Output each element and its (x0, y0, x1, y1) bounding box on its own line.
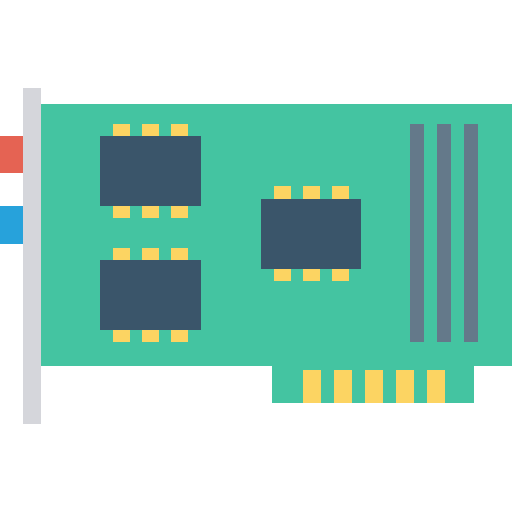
edge-contact (303, 370, 321, 403)
mounting-bracket (23, 88, 41, 424)
chip-pin (113, 248, 130, 262)
blue-port (0, 206, 24, 244)
chip-pin (142, 328, 159, 342)
memory-slot (464, 124, 478, 342)
chip-pin (332, 267, 349, 281)
chip-pin (113, 204, 130, 218)
chip-pin (303, 186, 320, 200)
red-port (0, 136, 24, 173)
chip-pin (142, 204, 159, 218)
chip-body (100, 260, 201, 330)
chip-pin (171, 124, 188, 138)
memory-slot (437, 124, 451, 342)
chip-pin (171, 248, 188, 262)
chip-body (100, 136, 201, 206)
chip-pin (303, 267, 320, 281)
chip-pin (171, 328, 188, 342)
chip-pin (332, 186, 349, 200)
edge-connector (303, 370, 445, 403)
chip-body (261, 199, 361, 269)
chip-bottom-left (100, 248, 201, 342)
memory-slot (410, 124, 424, 342)
memory-slots (410, 124, 478, 342)
edge-contact (427, 370, 445, 403)
chip-pin (274, 267, 291, 281)
chip-pin (113, 328, 130, 342)
chip-pin (142, 248, 159, 262)
chip-pin (142, 124, 159, 138)
edge-contact (334, 370, 352, 403)
chip-top-left (100, 124, 201, 218)
chip-center (261, 186, 361, 281)
chip-pin (113, 124, 130, 138)
chip-pin (171, 204, 188, 218)
edge-contact (396, 370, 414, 403)
chip-pin (274, 186, 291, 200)
edge-contact (365, 370, 383, 403)
